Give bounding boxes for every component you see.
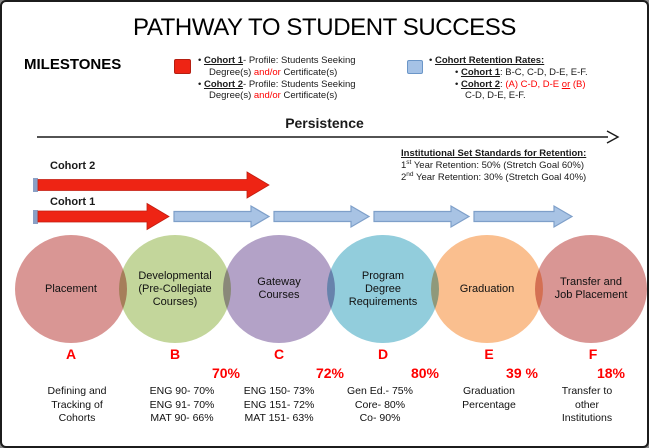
stage-label: Program Degree Requirements (348, 269, 418, 308)
cohort2-label: Cohort 2 (50, 160, 96, 172)
stage-detail-e: Graduation Percentage (462, 385, 516, 411)
bullet-icon: • (455, 66, 459, 78)
stage-label: Developmental (Pre-Collegiate Courses) (138, 269, 212, 308)
stage-letter-a: A (65, 346, 77, 362)
rate-d-to-e: 80% (410, 365, 440, 381)
legend-retention-cohort2: • Cohort 2: (A) C-D, D-E or (B) C-D, D-E… (455, 78, 586, 102)
rate-c-to-d: 72% (315, 365, 345, 381)
legend-retention-cohort1: • Cohort 1: B-C, C-D, D-E, E-F. (455, 66, 588, 78)
bullet-icon: • (429, 55, 433, 66)
milestone-blue-arrow-4 (473, 204, 574, 229)
stage-letter-c: C (273, 346, 285, 362)
second-year-retention: 2nd Year Retention: 30% (Stretch Goal 40… (401, 170, 587, 183)
cohort-red-swatch-icon (174, 59, 191, 74)
cohort2-red-arrow (33, 171, 270, 199)
legend-retention-rates: • Cohort Retention Rates: • Cohort 1: B-… (429, 55, 639, 102)
stage-letter-d: D (377, 346, 389, 362)
retention-blue-swatch-icon (407, 60, 423, 74)
rate-after-f: 18% (596, 365, 626, 381)
first-year-retention: 1st Year Retention: 50% (Stretch Goal 60… (401, 158, 585, 171)
persistence-arrow (37, 130, 620, 144)
bullet-icon: • (198, 78, 202, 90)
stage-circle-graduation: Graduation (431, 235, 543, 343)
rate-e-to-f: 39 % (506, 365, 538, 381)
milestone-blue-arrow-1 (173, 204, 271, 229)
stage-circle-program-degree: Program Degree Requirements (327, 235, 439, 343)
legend-retention-header: • Cohort Retention Rates: (429, 55, 545, 66)
page-title: PATHWAY TO STUDENT SUCCESS (133, 14, 516, 41)
legend-item-cohort1: • Cohort 1- Profile: Students Seeking De… (198, 55, 356, 78)
institutional-standards: Institutional Set Standards for Retentio… (401, 148, 606, 184)
stage-label: Transfer and Job Placement (554, 276, 628, 301)
bullet-icon: • (198, 55, 202, 66)
stage-detail-d: Gen Ed.- 75% Core- 80% Co- 90% (347, 385, 413, 424)
bullet-icon: • (455, 78, 459, 90)
cohort1-label: Cohort 1 (50, 196, 96, 208)
stage-letter-b: B (169, 346, 181, 362)
stage-circle-transfer: Transfer and Job Placement (535, 235, 647, 343)
stage-label: Placement (45, 282, 97, 295)
stage-detail-c: ENG 150- 73% ENG 151- 72% MAT 151- 63% (243, 385, 315, 424)
stage-circle-developmental: Developmental (Pre-Collegiate Courses) (119, 235, 231, 343)
milestone-blue-arrow-2 (273, 204, 371, 229)
rate-b-to-c: 70% (211, 365, 241, 381)
legend-cohort-profiles: • Cohort 1- Profile: Students Seeking De… (198, 55, 383, 102)
milestones-heading: MILESTONES (24, 56, 122, 73)
stage-detail-f: Transfer to other Institutions (561, 385, 613, 424)
persistence-label: Persistence (285, 115, 364, 131)
stage-label: Graduation (459, 282, 515, 295)
stage-letter-e: E (484, 346, 494, 362)
stage-circle-placement: Placement (15, 235, 127, 343)
stage-detail-b: ENG 90- 70% ENG 91- 70% MAT 90- 66% (149, 385, 215, 424)
stage-letter-f: F (588, 346, 598, 362)
stage-label: Gateway Courses (257, 276, 301, 301)
milestone-blue-arrow-3 (373, 204, 471, 229)
stage-detail-a: Defining and Tracking of Cohorts (47, 385, 107, 424)
institutional-standards-header: Institutional Set Standards for Retentio… (401, 148, 587, 159)
stage-circle-gateway-courses: Gateway Courses (223, 235, 335, 343)
legend-item-cohort2: • Cohort 2- Profile: Students Seeking De… (198, 78, 356, 102)
